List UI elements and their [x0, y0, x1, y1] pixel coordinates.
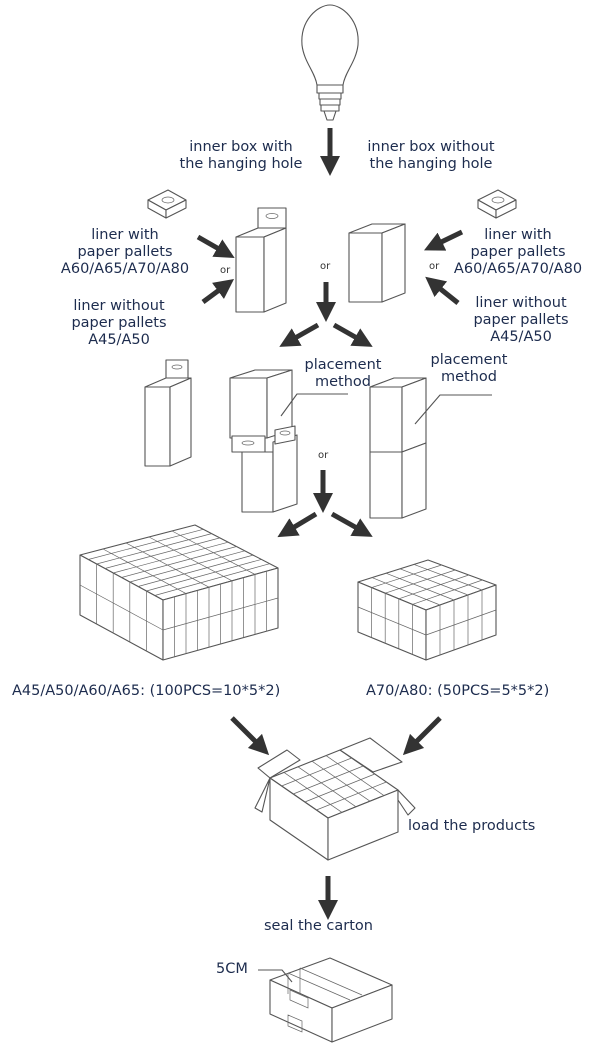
label-load: load the products	[408, 818, 536, 834]
label-line: paper pallets	[71, 315, 167, 331]
or-label: or	[320, 261, 331, 272]
light-bulb-icon	[301, 4, 359, 121]
label-line: inner box without	[367, 139, 495, 155]
label-line: liner with	[91, 227, 159, 243]
label-line: A45/A50	[490, 329, 552, 345]
label-line: inner box with	[189, 139, 293, 155]
box-array-large	[79, 524, 279, 661]
label-inner-box-with: inner box with the hanging hole	[166, 139, 316, 173]
label-line: method	[441, 369, 497, 385]
label-line: A60/A65/A70/A80	[60, 261, 190, 277]
label-liner-with-right: liner with paper pallets A60/A65/A70/A80	[438, 227, 597, 278]
label-line: the hanging hole	[179, 156, 303, 172]
or-label: or	[220, 265, 231, 276]
label-line: liner without	[73, 298, 165, 314]
label-liner-without-right: liner without paper pallets A45/A50	[446, 295, 596, 346]
box-array-small	[357, 559, 497, 661]
label-tape: 5CM	[216, 961, 248, 977]
hanging-box-icon	[144, 359, 192, 467]
sealed-carton-icon	[269, 957, 393, 1043]
label-line: paper pallets	[470, 244, 566, 260]
liner-pallet-icon	[147, 189, 187, 219]
label-inner-box-without: inner box without the hanging hole	[346, 139, 516, 173]
label-liner-without-left: liner without paper pallets A45/A50	[44, 298, 194, 349]
label-line: liner with	[484, 227, 552, 243]
hanging-box-icon	[235, 207, 287, 313]
liner-pallet-icon	[477, 189, 517, 219]
label-line: A45/A50	[88, 332, 150, 348]
carton-icon	[254, 737, 416, 861]
label-line: paper pallets	[473, 312, 569, 328]
label-line: the hanging hole	[369, 156, 493, 172]
label-placement-middle: placement method	[288, 357, 398, 391]
label-seal: seal the carton	[264, 918, 373, 934]
label-line: method	[315, 374, 371, 390]
label-line: placement	[304, 357, 382, 373]
or-label: or	[429, 261, 440, 272]
label-placement-right: placement method	[414, 352, 524, 386]
label-line: A60/A65/A70/A80	[453, 261, 583, 277]
label-pack-left: A45/A50/A60/A65: (100PCS=10*5*2)	[12, 683, 281, 699]
plain-box-icon	[369, 377, 427, 519]
label-line: liner without	[475, 295, 567, 311]
or-label: or	[318, 450, 329, 461]
label-liner-with-left: liner with paper pallets A60/A65/A70/A80	[40, 227, 210, 278]
label-line: paper pallets	[77, 244, 173, 260]
plain-box-icon	[348, 223, 406, 303]
label-line: placement	[430, 352, 508, 368]
hanging-box-icon	[229, 369, 298, 513]
label-pack-right: A70/A80: (50PCS=5*5*2)	[366, 683, 550, 699]
